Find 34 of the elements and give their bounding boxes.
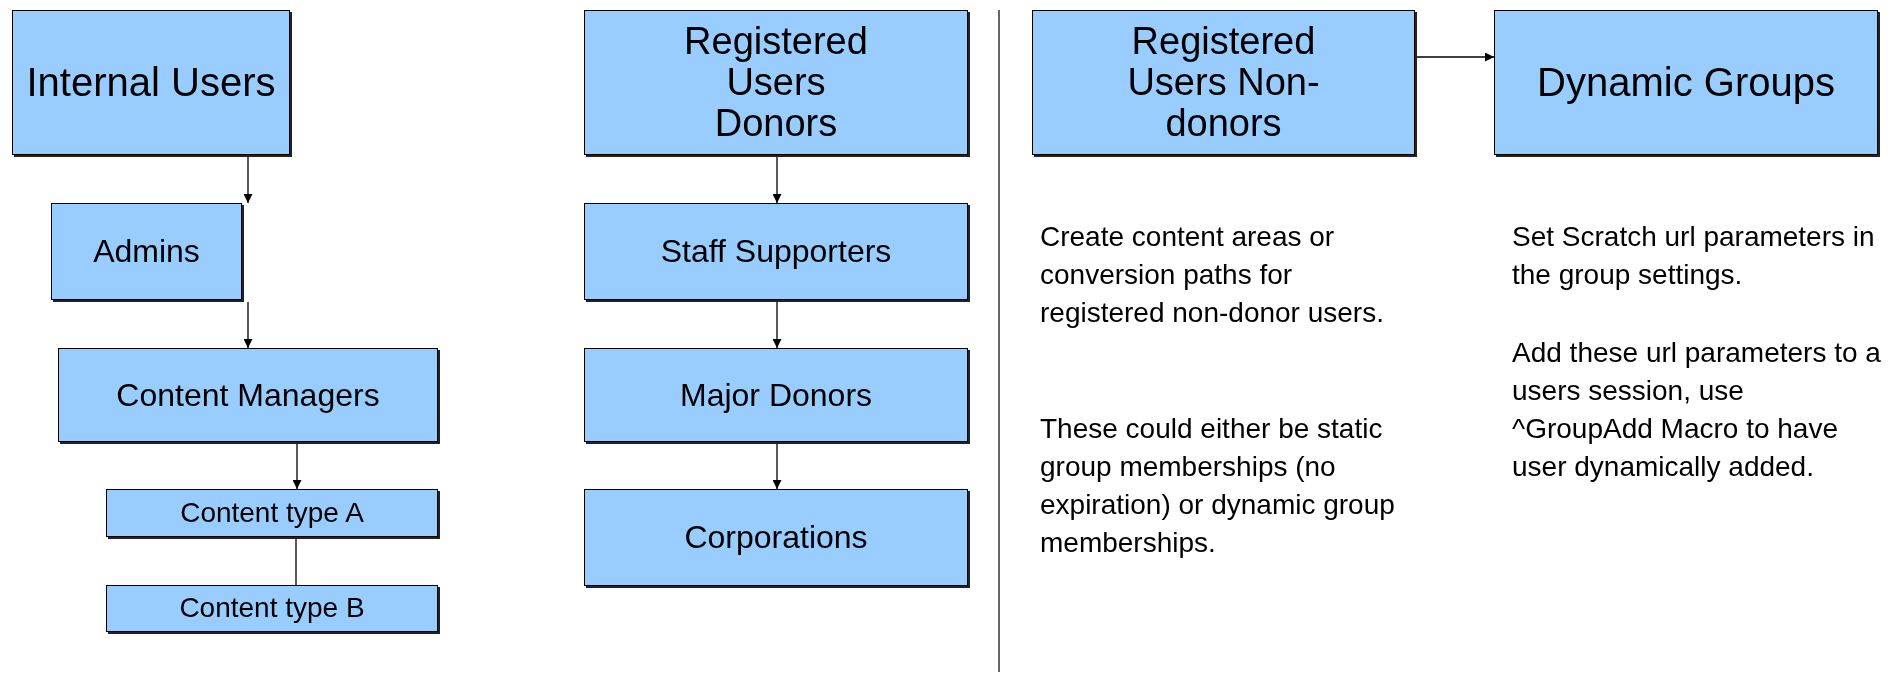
process-box — [106, 489, 438, 537]
arrow — [772, 301, 782, 349]
box-label: Internal Users — [26, 60, 276, 105]
box-label: Registered Users Donors — [683, 20, 869, 145]
arrow — [292, 443, 302, 490]
process-box — [1494, 10, 1878, 155]
process-box — [51, 203, 242, 300]
box-label: Major Donors — [679, 377, 873, 413]
note-text: Set Scratch url parameters in the group settings. — [1512, 220, 1876, 293]
arrow — [772, 156, 782, 204]
process-box — [584, 489, 968, 586]
process-box — [106, 585, 438, 632]
box-label: Registered Users Non-donors — [1126, 20, 1321, 145]
arrow — [1414, 52, 1495, 62]
box-label: Content Managers — [116, 377, 380, 413]
box-label: Content type B — [179, 593, 365, 624]
box-label: Content type A — [180, 497, 364, 529]
box-label: Staff Supporters — [660, 234, 892, 269]
arrow — [243, 156, 253, 204]
process-box — [58, 348, 438, 442]
process-box — [12, 10, 290, 155]
note-text: These could either be static group memberships (no expiration) or dynamic group memberships. — [1040, 412, 1396, 561]
process-box — [1032, 10, 1415, 155]
process-box — [584, 348, 968, 442]
connector-line — [295, 538, 297, 586]
box-label: Corporations — [684, 520, 868, 555]
arrow — [243, 301, 253, 349]
arrow — [772, 443, 782, 490]
box-label: Admins — [93, 234, 200, 269]
process-box — [584, 10, 968, 155]
note-text: Add these url parameters to a users session, use ^GroupAdd Macro to have user dynamically added. — [1512, 336, 1882, 485]
box-label: Dynamic Groups — [1537, 60, 1835, 105]
note-text: Create content areas or conversion paths for registered non-donor users. — [1040, 220, 1385, 331]
process-box — [584, 203, 968, 300]
